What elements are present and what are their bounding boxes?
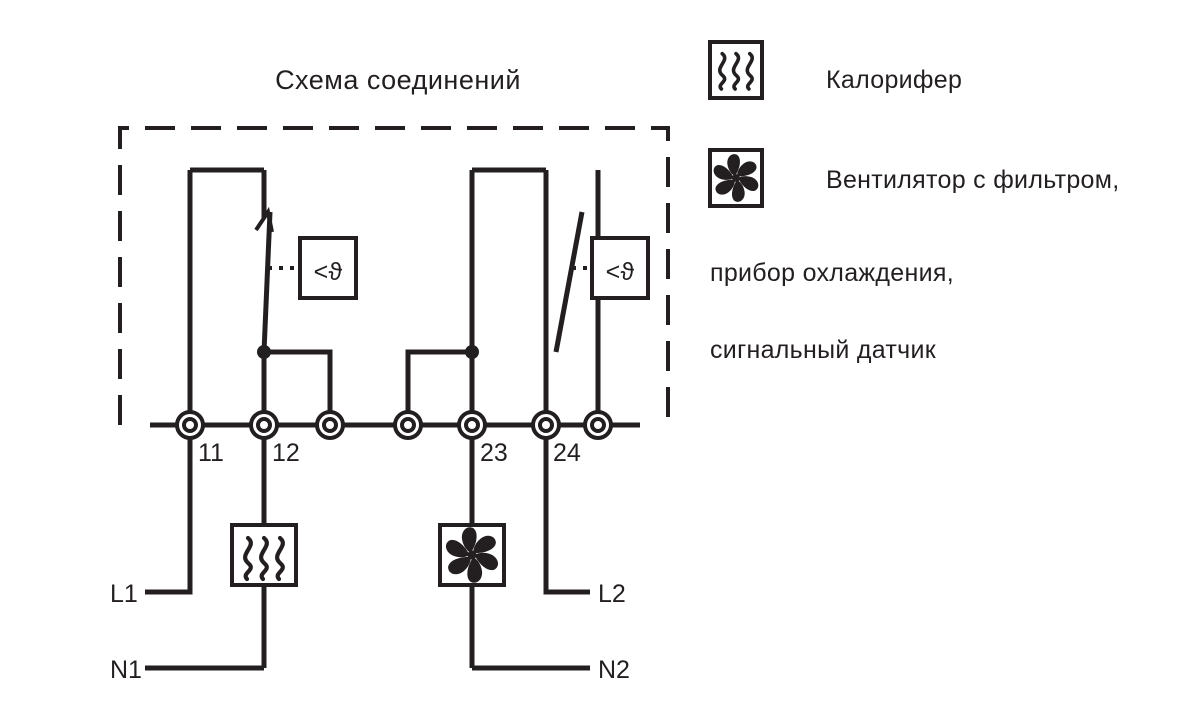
switch-blade-right <box>553 211 585 353</box>
device-fan <box>438 523 506 587</box>
terminal-label-23: 23 <box>480 439 508 467</box>
terminal-label-11: 11 <box>198 439 224 467</box>
thermostat-symbol-box-right <box>590 236 650 300</box>
rail-label-L1: L1 <box>110 580 138 608</box>
wire-t24-to-L2 <box>543 438 590 595</box>
legend-continuation-line-1: прибор охлаждения, <box>710 259 954 287</box>
legend-item-fan: Вентилятор с фильтром, <box>708 148 1119 208</box>
terminal-spare-right[interactable] <box>393 410 423 440</box>
legend-item-heater: Калорифер <box>708 40 962 100</box>
terminal-23[interactable] <box>457 410 487 440</box>
junction-dot-left <box>257 345 271 359</box>
terminal-11[interactable] <box>175 410 205 440</box>
thermostat-symbol-left: <ϑ <box>314 258 343 286</box>
wire-left-loop-to-spare <box>264 349 333 425</box>
diagram-title: Схема соединений <box>275 65 521 95</box>
legend-continuation-line-2: сигнальный датчик <box>710 336 937 364</box>
terminal-right-end[interactable] <box>583 410 613 440</box>
terminal-12[interactable] <box>249 410 279 440</box>
device-heater <box>230 523 298 587</box>
terminal-label-24: 24 <box>553 439 581 467</box>
terminal-spare-left[interactable] <box>315 410 345 440</box>
rail-label-N1: N1 <box>110 656 142 684</box>
legend-label-heater: Калорифер <box>826 66 962 94</box>
terminal-label-12: 12 <box>272 439 300 467</box>
terminal-24[interactable] <box>531 410 561 440</box>
enclosure-outline <box>118 126 670 425</box>
rail-label-N2: N2 <box>598 656 630 684</box>
legend-label-fan: Вентилятор с фильтром, <box>826 166 1119 194</box>
thermostat-symbol-box-left <box>298 236 358 300</box>
switch-actuator-left <box>254 206 274 233</box>
wire-right-loop-to-spare <box>405 349 472 425</box>
switch-blade-left <box>261 211 273 353</box>
junction-dot-right <box>465 345 479 359</box>
wire-L1-to-t11 <box>145 438 193 595</box>
thermostat-symbol-right: <ϑ <box>606 258 635 286</box>
rail-label-L2: L2 <box>598 580 626 608</box>
